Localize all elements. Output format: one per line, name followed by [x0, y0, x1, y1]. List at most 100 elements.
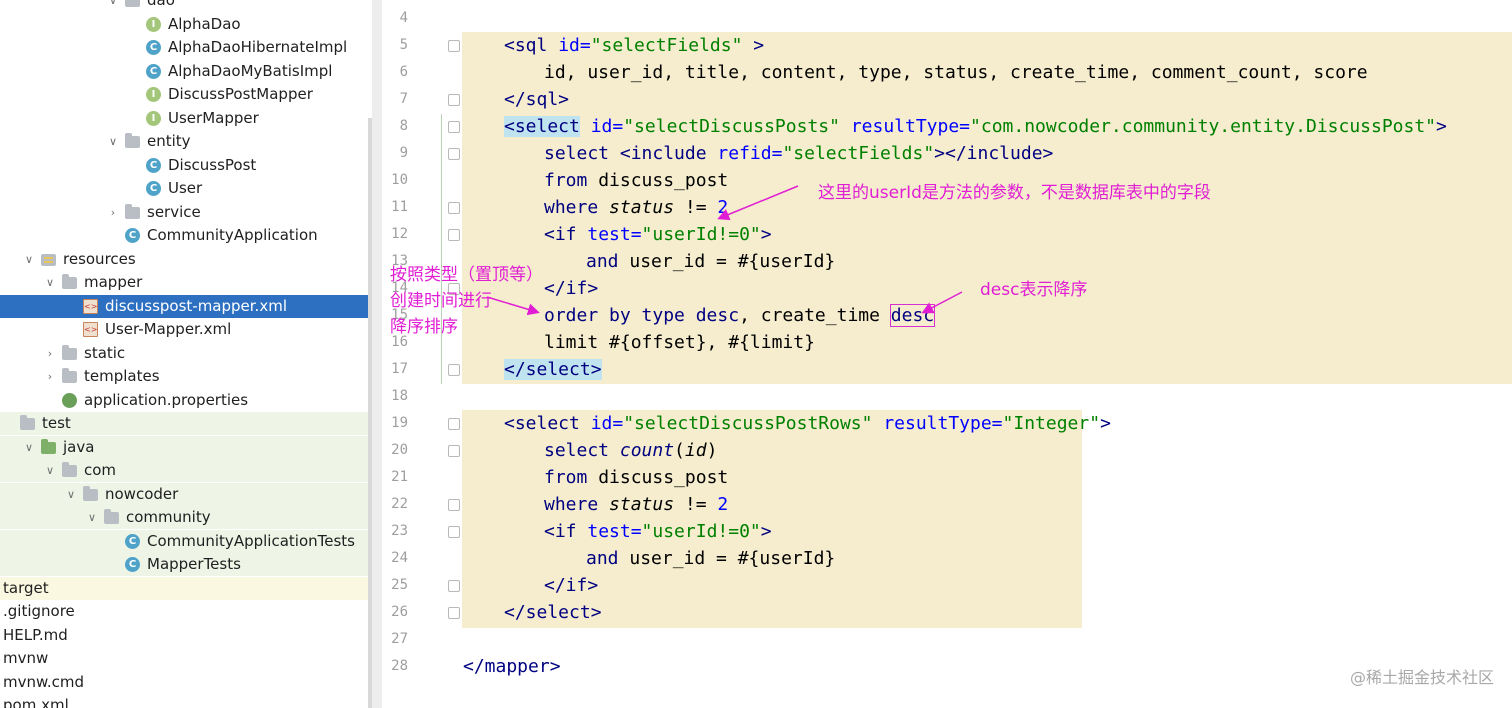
- tree-item-pom-xml[interactable]: pom.xml: [0, 694, 370, 708]
- tree-scrollbar[interactable]: [368, 118, 372, 708]
- chevron-down-icon[interactable]: ∨: [87, 511, 97, 524]
- xml-tag: </mapper>: [463, 656, 561, 677]
- chevron-right-icon[interactable]: ›: [47, 370, 53, 383]
- code-line-9[interactable]: select <include refid="selectFields"></i…: [544, 140, 1053, 167]
- tree-item-resources[interactable]: ∨resources: [0, 248, 370, 271]
- code-line-13[interactable]: and user_id = #{userId}: [586, 248, 835, 275]
- tree-item-label: AlphaDaoMyBatisImpl: [168, 61, 333, 80]
- chevron-down-icon[interactable]: ∨: [108, 135, 118, 148]
- annotation-desc-note: desc表示降序: [980, 280, 1088, 300]
- line-number: 17: [391, 361, 408, 377]
- chevron-down-icon[interactable]: ∨: [108, 0, 118, 7]
- chevron-right-icon[interactable]: ›: [47, 346, 53, 360]
- code-line-8[interactable]: <select id="selectDiscussPosts" resultTy…: [504, 113, 1447, 140]
- tree-item-target[interactable]: target: [0, 576, 370, 600]
- code-line-20[interactable]: select count(id): [544, 437, 717, 464]
- tree-item-discusspost-mapper-xml[interactable]: <>discusspost-mapper.xml: [0, 294, 370, 318]
- fold-marker-icon[interactable]: [448, 364, 460, 376]
- code-line-10[interactable]: from discuss_post: [544, 167, 728, 194]
- code-line-15[interactable]: order by type desc, create_time desc: [544, 302, 936, 329]
- code-line-28[interactable]: </mapper>: [463, 653, 561, 680]
- folder-icon: [83, 485, 98, 501]
- chevron-down-icon[interactable]: ∨: [45, 276, 55, 289]
- tree-item-mvnw-cmd[interactable]: mvnw.cmd: [0, 671, 370, 694]
- chevron-down-icon[interactable]: ∨: [24, 440, 34, 454]
- chevron-down-icon[interactable]: ∨: [45, 464, 55, 477]
- xml-tag: <include: [619, 143, 718, 164]
- fold-marker-icon[interactable]: [448, 418, 460, 430]
- fold-marker-icon[interactable]: [448, 94, 460, 106]
- fold-marker-icon[interactable]: [448, 580, 460, 592]
- tree-item-mvnw[interactable]: mvnw: [0, 647, 370, 670]
- tree-item-help-md[interactable]: HELP.md: [0, 624, 370, 647]
- class-icon: C: [146, 40, 161, 55]
- fold-marker-icon[interactable]: [448, 283, 460, 295]
- chevron-right-icon[interactable]: ›: [110, 205, 116, 219]
- tree-item-nowcoder[interactable]: ∨nowcoder: [0, 482, 370, 506]
- chevron-down-icon[interactable]: ∨: [66, 487, 76, 501]
- tree-item-label: UserMapper: [168, 108, 259, 127]
- tree-item-static[interactable]: ›static: [0, 342, 370, 365]
- fold-marker-icon[interactable]: [448, 121, 460, 133]
- tree-item-community[interactable]: ∨community: [0, 506, 370, 529]
- code-line-7[interactable]: </sql>: [504, 86, 569, 113]
- code-line-5[interactable]: <sql id="selectFields" >: [504, 32, 764, 59]
- code-line-12[interactable]: <if test="userId!=0">: [544, 221, 772, 248]
- fold-marker-icon[interactable]: [448, 445, 460, 457]
- sql-text: , create_time: [739, 305, 891, 326]
- xml-string: "selectFields": [590, 35, 743, 56]
- fold-marker-icon[interactable]: [448, 607, 460, 619]
- tree-item-mapper[interactable]: ∨ mapper: [0, 271, 370, 294]
- tree-item-com[interactable]: ∨com: [0, 459, 370, 482]
- code-line-21[interactable]: from discuss_post: [544, 464, 728, 491]
- code-line-25[interactable]: </if>: [544, 572, 598, 599]
- tree-item-entity[interactable]: ∨entity: [0, 130, 370, 153]
- line-number: 24: [391, 550, 408, 566]
- code-line-23[interactable]: <if test="userId!=0">: [544, 518, 772, 545]
- tree-item-service[interactable]: ›service: [0, 201, 370, 224]
- tree-item-dao[interactable]: ∨dao: [0, 0, 370, 12]
- folder-icon: [20, 415, 35, 430]
- tree-item-label: target: [3, 578, 49, 597]
- tree-item-test[interactable]: test: [0, 412, 370, 435]
- tree-item-application-properties[interactable]: application.properties: [0, 389, 370, 412]
- fold-marker-icon[interactable]: [448, 148, 460, 160]
- fold-marker-icon[interactable]: [448, 202, 460, 214]
- line-number: 23: [391, 523, 408, 539]
- xml-string: "userId!=0": [641, 521, 761, 542]
- code-line-19[interactable]: <select id="selectDiscussPostRows" resul…: [504, 410, 1111, 437]
- sql-column-italic: id: [684, 440, 707, 461]
- code-line-11[interactable]: where status != 2: [544, 194, 728, 221]
- xml-tag-highlighted: </select>: [504, 359, 602, 380]
- fold-marker-icon[interactable]: [448, 40, 460, 52]
- tree-item-label: CommunityApplicationTests: [147, 531, 355, 550]
- tree-item-label: mapper: [84, 273, 143, 291]
- tree-item-gitignore[interactable]: .gitignore: [0, 600, 370, 623]
- chevron-down-icon[interactable]: ∨: [24, 252, 34, 266]
- fold-marker-icon[interactable]: [448, 526, 460, 538]
- code-line-16[interactable]: limit #{offset}, #{limit}: [544, 329, 815, 356]
- code-line-17[interactable]: </select>: [504, 356, 602, 383]
- code-line-26[interactable]: </select>: [504, 599, 602, 626]
- fold-marker-icon[interactable]: [448, 229, 460, 241]
- fold-marker-icon[interactable]: [448, 499, 460, 511]
- code-line-22[interactable]: where status != 2: [544, 491, 728, 518]
- code-line-14[interactable]: </if>: [544, 275, 598, 302]
- tree-item-templates[interactable]: ›templates: [0, 365, 370, 388]
- tree-item-label: DiscussPost: [168, 155, 257, 174]
- code-line-6[interactable]: id, user_id, title, content, type, statu…: [544, 59, 1368, 86]
- tree-item-java[interactable]: ∨java: [0, 435, 370, 459]
- tree-item-user-mapper-xml[interactable]: <>User-Mapper.xml: [0, 318, 370, 341]
- code-line-24[interactable]: and user_id = #{userId}: [586, 545, 835, 572]
